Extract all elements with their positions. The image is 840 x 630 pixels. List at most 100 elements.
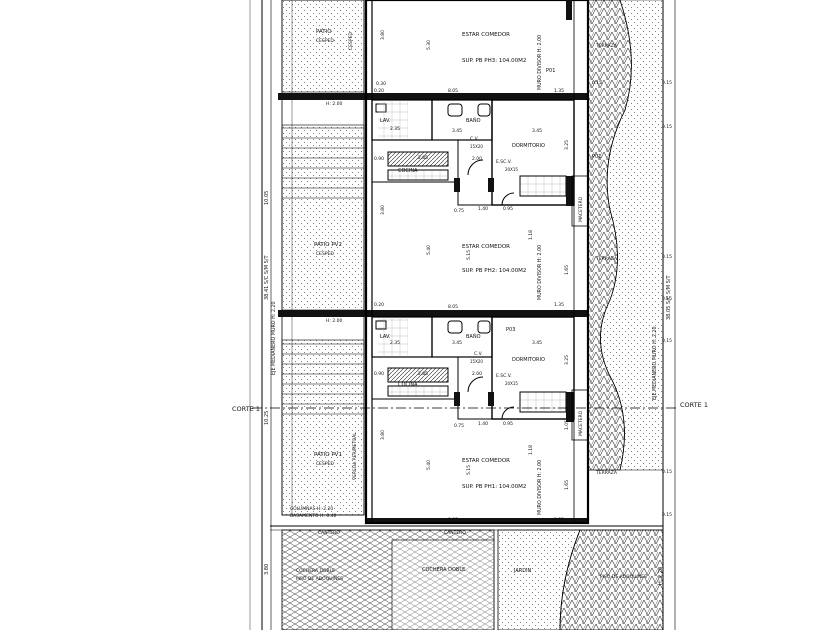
dim-075-b: 0.75 [454, 423, 464, 429]
dim-325-a: 3.25 [564, 140, 570, 150]
lav-label-upper: LAV. [380, 118, 391, 124]
eje-right-label: 38.05 S/C S/M S/T [666, 275, 672, 320]
patio-1 [281, 339, 365, 516]
wall-bottom [366, 518, 588, 523]
dim-805-b: 8.05 [448, 304, 458, 310]
dim-015-d: 0.15 [662, 254, 672, 260]
dim-090-b: 0.90 [374, 371, 384, 377]
patio-2 [281, 124, 365, 311]
macetero-upper [571, 175, 589, 227]
estar-2-label: ESTAR COMEDOR [462, 244, 510, 250]
dim-135-b: 1.35 [554, 302, 564, 308]
dim-118-b: 1.18 [528, 445, 534, 455]
dim-015-b: 0.15 [662, 80, 672, 86]
wall-divider-upper [278, 93, 588, 100]
sup-1-label: SUP. PB PH1: 104.00M2 [462, 484, 526, 490]
macetero-label-upper: MACETERO [578, 196, 584, 222]
dim-bottom-left: 3.80 [264, 564, 270, 575]
p01-label-top: P01 [546, 68, 555, 74]
corte-label-right: CORTE 1 [680, 401, 708, 409]
bano-label-upper: BAÑO [466, 117, 481, 124]
basamento-label: BASAMENTO H: 0.40 [290, 513, 336, 519]
dim-020-a: 0.20 [374, 88, 384, 94]
dim-540-c: 5.40 [426, 460, 432, 470]
p03-label: P03 [506, 327, 515, 333]
cantero-label-2: CANTERO [444, 530, 466, 536]
dim-380-a: 3.80 [380, 30, 386, 40]
dim-805-c: 8.05 [448, 517, 458, 523]
cesped-side-label: CESPED [348, 32, 354, 50]
cantero-label-1: CANTERO [318, 530, 340, 536]
terraza-label-top: TERRAZA [595, 43, 618, 49]
escv-label-lower: E.SC.V. [496, 373, 512, 379]
dim-015-h: 0.15 [662, 512, 672, 518]
escv-size-lower: 20X15 [505, 381, 518, 386]
dim-165-b: 1.65 [564, 480, 570, 490]
dim-325-b: 3.25 [564, 355, 570, 365]
dim-015-e: 0.15 [662, 296, 672, 302]
paving-bottom-right [559, 529, 664, 630]
dim-805-a: 8.05 [448, 88, 458, 94]
escv-label-upper: E.SC.V. [496, 159, 512, 165]
dim-345-b: 3.45 [532, 128, 542, 134]
garden-lawn-right [600, 0, 664, 471]
cesped-1-label: CESPED [316, 461, 334, 467]
h200-label-upper: H: 2.00 [326, 101, 342, 107]
wall-divider-middle [278, 310, 588, 317]
dim-235-a: 2.35 [390, 126, 400, 132]
cochera-label-left: COCHERA DOBLE [296, 568, 335, 574]
dim-285-b: 2.85 [418, 371, 428, 377]
p01-label-upper: P01 [592, 154, 601, 160]
dim-030-a: 0.30 [376, 81, 386, 87]
dim-380-b: 3.80 [380, 205, 386, 215]
dim-095-a: 0.95 [503, 206, 513, 212]
escv-size-upper: 20X15 [505, 167, 518, 172]
patio-1-label: PATIO PV1 [314, 452, 342, 458]
dim-left-total: 10.05 [264, 191, 270, 205]
piso-label-left: PISO DE ADOQUINES [296, 576, 343, 582]
dim-118-a: 1.18 [528, 230, 534, 240]
columnas-label: COLUMNAS H: 2.20 [290, 506, 333, 512]
muro-3-label: MURO DIVISOR H: 2.00 [537, 35, 543, 90]
macetero-label-lower: MACETERO [578, 410, 584, 436]
dim-165-a: 1.65 [564, 265, 570, 275]
dim-380-c: 3.80 [380, 430, 386, 440]
dim-015-g: 0.15 [662, 469, 672, 475]
sup-3-label: SUP. PB PH3: 104.00M2 [462, 58, 526, 64]
eje-left-label: 38.41 S/C S/M S/T [264, 255, 270, 300]
cv-size-upper: 15X20 [470, 144, 483, 149]
dim-bottom-right: H: 2.20 [658, 567, 664, 585]
macetero-lower [571, 389, 589, 441]
dormitorio-label-upper: DORMITORIO [512, 143, 545, 149]
terraza-label-low: TERRAZA [595, 470, 618, 476]
cesped-3-label: CESPED [316, 38, 334, 44]
lav-label-lower: LAV. [380, 334, 391, 340]
cv-label-lower: C.V. [474, 351, 483, 357]
cocina-label-upper: COCINA [398, 168, 418, 174]
dormitorio-label-lower: DORMITORIO [512, 357, 545, 363]
dim-015-f: 0.15 [662, 338, 672, 344]
dim-345-d: 3.45 [532, 340, 542, 346]
terraza-label-mid: TERRAZA [595, 256, 618, 262]
cochera-label-center: COCHERA DOBLE [422, 567, 465, 573]
dim-095-b: 0.95 [503, 421, 513, 427]
patio-3-label: PATIO [316, 29, 332, 35]
dim-345-a: 3.45 [452, 128, 462, 134]
dim-015-c: 0.15 [662, 124, 672, 130]
h200-label-lower: H: 2.00 [326, 318, 342, 324]
dim-235-b: 2.35 [390, 340, 400, 346]
corte-label-left: CORTE 1 [232, 405, 260, 413]
dim-015-a: 0.15 [592, 80, 602, 86]
building-outline [364, 0, 590, 525]
dimension-strings: 3.80 5.30 3.80 5.40 5.15 3.80 5.40 5.15 … [374, 30, 672, 523]
columns [454, 0, 574, 422]
patio-3 [281, 0, 365, 93]
muro-2-label: MURO DIVISOR H: 2.00 [537, 245, 543, 300]
dim-135-a: 1.35 [554, 88, 564, 94]
dim-105-a: 1.05 [564, 420, 570, 430]
dim-090-a: 0.90 [374, 156, 384, 162]
dim-left-lower: 10.25 [264, 411, 270, 425]
cv-size-lower: 15X20 [470, 359, 483, 364]
dim-345-c: 3.45 [452, 340, 462, 346]
